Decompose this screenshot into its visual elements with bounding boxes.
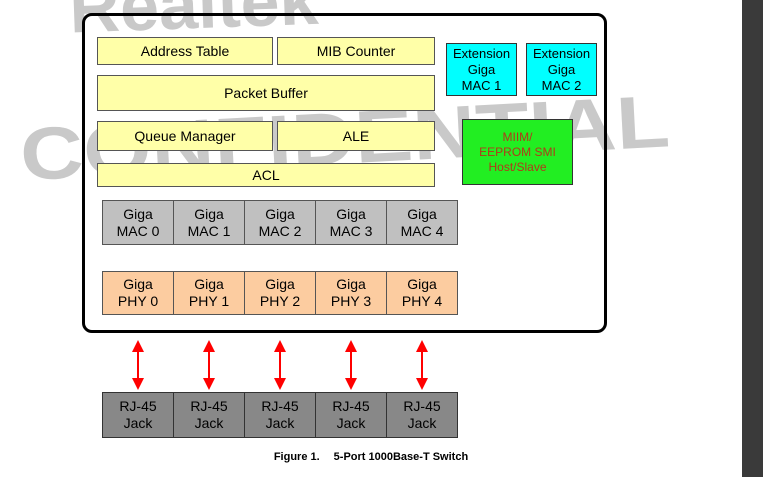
rj45-jack-block-3-line1: RJ-45 <box>332 398 370 414</box>
giga-mac-block-4-line1: Giga <box>407 205 437 222</box>
extension-giga-mac-2-block: Extension Giga MAC 2 <box>526 43 597 96</box>
giga-mac-block-0-line1: Giga <box>123 205 153 222</box>
giga-mac-block-2-line1: Giga <box>265 205 295 222</box>
mib-counter-block: MIB Counter <box>277 37 435 65</box>
miim-line3: Host/Slave <box>488 159 547 174</box>
miim-line2: EEPROM SMI <box>479 144 556 159</box>
ext-mac2-line3: MAC 2 <box>541 77 582 93</box>
giga-phy-block-2-line2: PHY 2 <box>259 293 301 309</box>
giga-phy-block-0-line1: Giga <box>123 276 153 292</box>
giga-phy-block-3-line1: Giga <box>336 276 366 292</box>
giga-mac-block-0-line2: MAC 0 <box>116 222 160 239</box>
ale-block: ALE <box>277 121 435 151</box>
giga-mac-block-3-line2: MAC 3 <box>329 222 373 239</box>
phy-jack-links <box>132 340 428 390</box>
miim-line1: MIIM/ <box>502 129 533 144</box>
document-page: Realtek CONFIDENTIAL Address Table MIB C… <box>0 0 742 463</box>
bidirectional-arrow-4 <box>416 340 428 390</box>
packet-buffer-block: Packet Buffer <box>97 75 435 111</box>
rj45-jack-block-1-line1: RJ-45 <box>190 398 228 414</box>
bidirectional-arrow-1 <box>203 340 215 390</box>
giga-mac-block-1-line1: Giga <box>194 205 224 222</box>
bidirectional-arrow-3 <box>345 340 357 390</box>
miim-eeprom-smi-block: MIIM/ EEPROM SMI Host/Slave <box>462 119 573 185</box>
acl-block: ACL <box>97 163 435 187</box>
giga-phy-block-1-line1: Giga <box>194 276 224 292</box>
figure-caption: Figure 1. 5-Port 1000Base-T Switch <box>0 451 742 463</box>
address-table-block: Address Table <box>97 37 273 65</box>
giga-phy-block-4-line2: PHY 4 <box>401 293 443 309</box>
ext-mac1-line2: Giga <box>467 61 496 77</box>
giga-mac-block-2-line2: MAC 2 <box>258 222 302 239</box>
rj45-jack-block-3-line2: Jack <box>336 415 366 431</box>
giga-mac-block-1-line2: MAC 1 <box>187 222 231 239</box>
ext-mac2-line2: Giga <box>547 61 576 77</box>
giga-mac-block-4-line2: MAC 4 <box>400 222 444 239</box>
figure-number: Figure 1. <box>273 451 320 463</box>
viewer-side-bar <box>742 0 763 477</box>
ext-mac2-line1: Extension <box>532 45 591 61</box>
figure-title: 5-Port 1000Base-T Switch <box>333 451 469 463</box>
giga-phy-block-2-line1: Giga <box>265 276 295 292</box>
ext-mac1-line3: MAC 1 <box>461 77 502 93</box>
rj45-jack-block-2-line2: Jack <box>265 415 295 431</box>
switch-chip-outline <box>82 13 607 333</box>
extension-giga-mac-1-block: Extension Giga MAC 1 <box>446 43 517 96</box>
queue-manager-block: Queue Manager <box>97 121 273 151</box>
rj45-jack-block-1-line2: Jack <box>194 415 224 431</box>
giga-mac-block-3-line1: Giga <box>336 205 366 222</box>
rj45-jack-block-4-line2: Jack <box>407 415 437 431</box>
rj45-jack-block-0-line2: Jack <box>123 415 153 431</box>
giga-phy-block-1-line2: PHY 1 <box>188 293 230 309</box>
ext-mac1-line1: Extension <box>452 45 511 61</box>
rj45-jack-block-4-line1: RJ-45 <box>403 398 441 414</box>
rj45-jack-block-0-line1: RJ-45 <box>119 398 157 414</box>
giga-phy-block-3-line2: PHY 3 <box>330 293 372 309</box>
bidirectional-arrow-2 <box>274 340 286 390</box>
rj45-jack-block-2-line1: RJ-45 <box>261 398 299 414</box>
giga-phy-block-4-line1: Giga <box>407 276 437 292</box>
bidirectional-arrow-0 <box>132 340 144 390</box>
giga-phy-block-0-line2: PHY 0 <box>117 293 159 309</box>
